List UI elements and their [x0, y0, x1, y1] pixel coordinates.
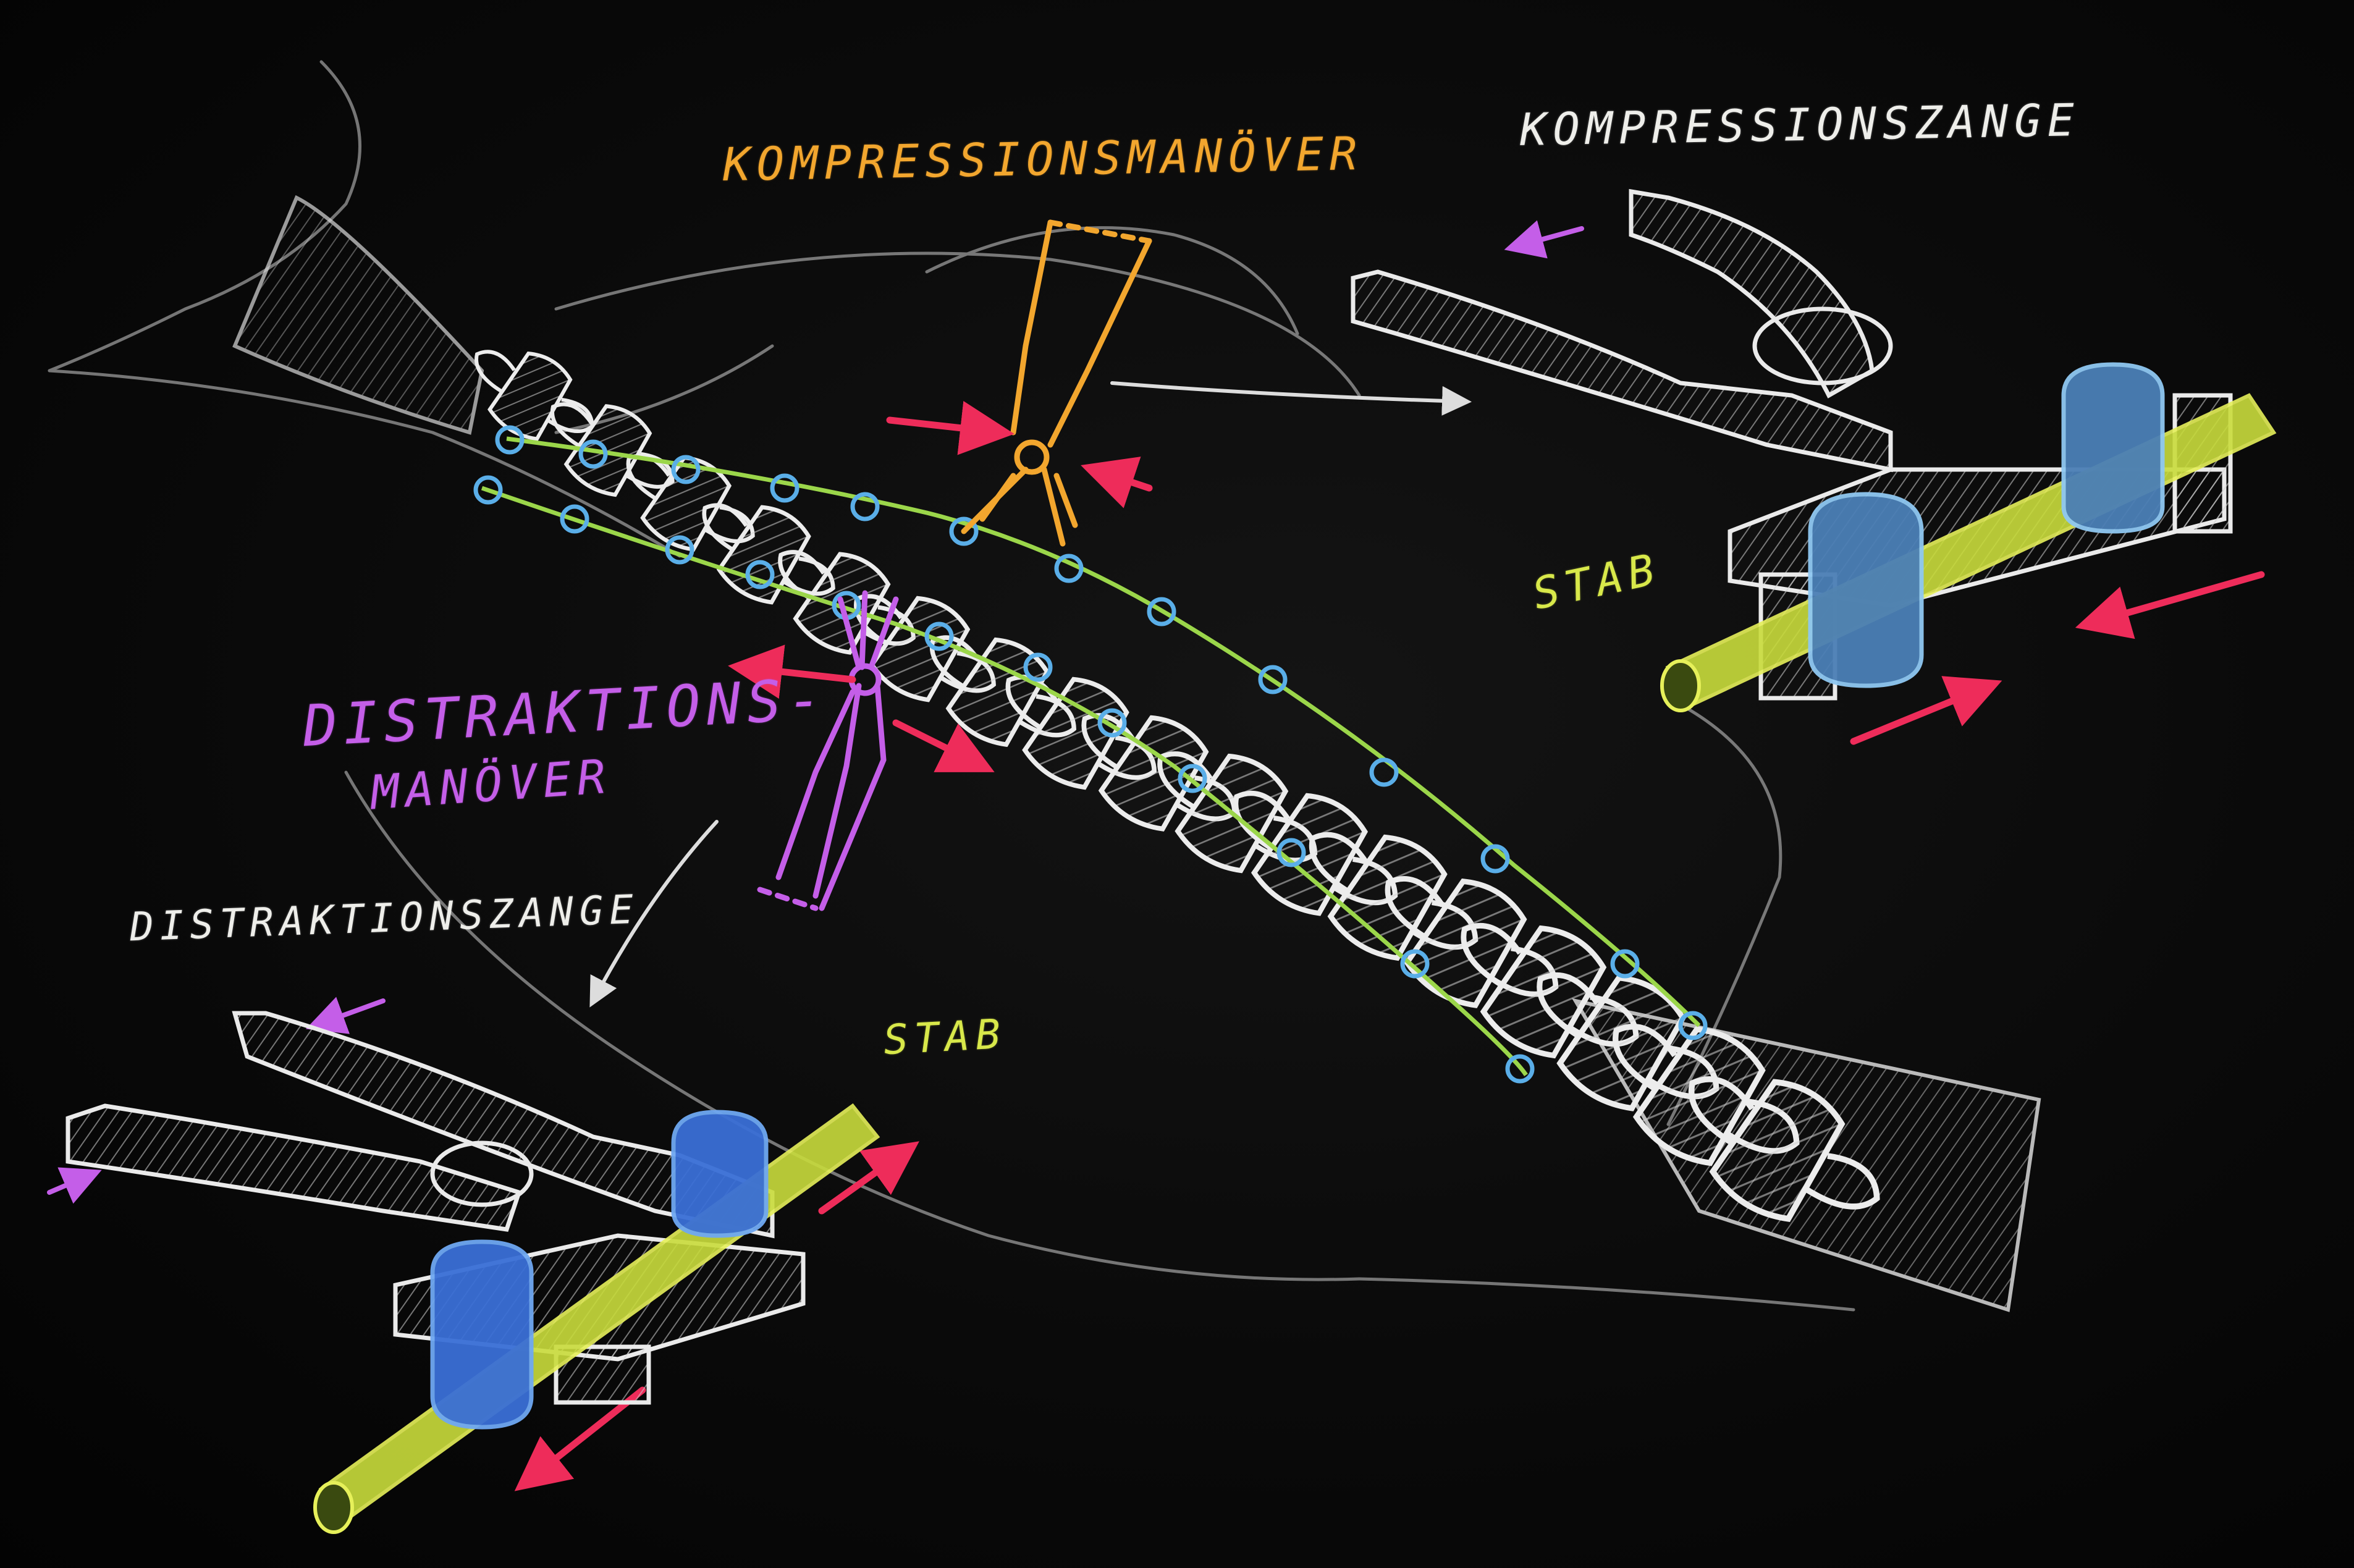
pedicle-screw: [1054, 554, 1084, 583]
pedicle-screw: [1178, 764, 1207, 793]
pedicle-screw: [924, 622, 954, 651]
pedicle-screw: [850, 492, 880, 521]
pedicle-screw: [1678, 1011, 1708, 1040]
pedicle-screw: [770, 473, 799, 503]
force-arrows: [514, 400, 2265, 1491]
vertebra: [1688, 1076, 1880, 1222]
rod-lower: [481, 486, 1528, 1076]
pedicle-screw: [1480, 844, 1510, 874]
pedicle-screw: [1147, 597, 1176, 626]
pedicle-screw: [578, 439, 608, 469]
pedicle-screw: [1610, 949, 1640, 979]
pedicle-screw: [1505, 1054, 1535, 1084]
label-kompressionsmanoever: KOMPRESSIONSMANÖVER: [722, 127, 1364, 192]
thorax-band: [232, 195, 484, 435]
pedicle-screw: [1023, 652, 1053, 682]
pedicle-screw: [745, 560, 775, 589]
pointer-arrows: [589, 381, 1472, 1008]
pedicle-screw: [1276, 838, 1306, 867]
label-kompressionszange: KOMPRESSIONSZANGE: [1519, 94, 2081, 156]
pedicle-screw: [1369, 757, 1399, 787]
pedicle-screw: [1258, 665, 1288, 694]
pedicle-screw: [1097, 708, 1127, 738]
compression-forceps-sketch: [961, 219, 1152, 547]
pedicle-screw: [495, 425, 525, 455]
pedicle-screw: [665, 535, 694, 565]
distraction-instrument: [65, 1011, 880, 1534]
pedicle-screw: [671, 455, 701, 484]
pedicle-screw: [560, 504, 589, 534]
label-stab-bottom: STAB: [882, 1010, 1008, 1064]
pedicle-screw: [473, 475, 503, 505]
pedicle-screw: [1400, 949, 1430, 979]
pedicle-screws: [473, 425, 1708, 1084]
motion-arrows: [47, 220, 1584, 1204]
body-outline: [48, 60, 1855, 1312]
pedicle-screw: [949, 516, 979, 546]
compression-instrument: [1351, 188, 2277, 712]
spine: [475, 350, 1880, 1222]
